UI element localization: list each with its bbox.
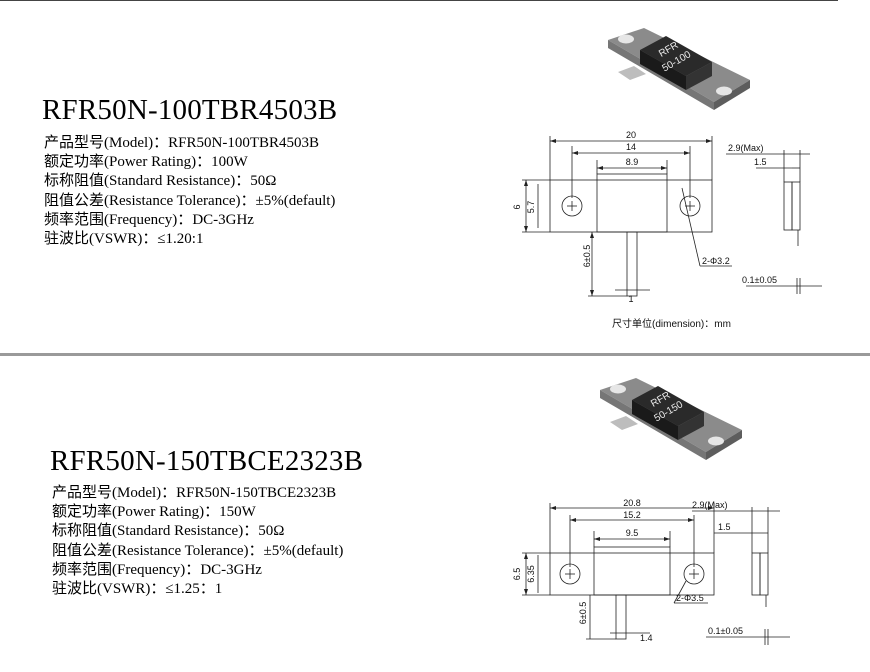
section-divider (0, 353, 870, 356)
top-rule (0, 0, 838, 1)
dim-body-width: 8.9 (626, 157, 639, 167)
spec-power: 额定功率(Power Rating)：100W (44, 154, 248, 171)
unit-note: 尺寸单位(dimension)：mm (612, 317, 731, 330)
spec-tolerance: 阻值公差(Resistance Tolerance)：±5%(default) (52, 542, 344, 559)
dim-hole-spacing: 15.2 (623, 510, 641, 520)
product-2-title: RFR50N-150TBCE2323B (50, 445, 364, 477)
dim-body-width: 9.5 (626, 528, 639, 538)
dim-height: 6 (512, 204, 522, 209)
spec-frequency: 频率范围(Frequency)：DC-3GHz (52, 561, 262, 578)
dim-height: 6.5 (512, 568, 522, 581)
spec-vswr: 驻波比(VSWR)：≤1.20:1 (44, 230, 204, 247)
dim-hole: 2-Φ3.2 (702, 256, 730, 266)
spec-model: 产品型号(Model)：RFR50N-100TBR4503B (44, 135, 320, 151)
dim-flange-thickness: 1.5 (754, 157, 767, 167)
spec-frequency: 频率范围(Frequency)：DC-3GHz (44, 211, 254, 228)
product-1-photo: RFR 50-100 (608, 28, 750, 110)
dim-lead-width: 1.4 (640, 633, 653, 643)
dim-total-length: 20.8 (623, 498, 641, 508)
spec-resistance: 标称阻值(Standard Resistance)：50Ω (52, 523, 285, 540)
dim-inner-height: 5.7 (526, 201, 536, 214)
product-1-title: RFR50N-100TBR4503B (42, 94, 338, 126)
dim-lead-length: 6±0.5 (578, 602, 588, 624)
spec-tolerance: 阻值公差(Resistance Tolerance)：±5%(default) (44, 192, 336, 209)
dim-lead-width: 1 (628, 294, 633, 304)
dim-max-thickness: 2.9(Max) (728, 143, 764, 153)
dim-inner-height: 6.35 (526, 565, 536, 583)
product-2-spec-list: 产品型号(Model)：RFR50N-150TBCE2323B 额定功率(Pow… (52, 484, 343, 599)
dim-flange-thickness: 1.5 (718, 522, 731, 532)
spec-vswr: 驻波比(VSWR)：≤1.25：1 (52, 580, 223, 597)
dim-hole-spacing: 14 (626, 142, 636, 152)
dim-lead-thickness: 0.1±0.05 (742, 275, 777, 285)
product-1-dimension-drawing: 20 14 8.9 6 5.7 6±0.5 1 2-Φ3.2 2.9(Max) … (512, 130, 822, 330)
product-1-spec-list: 产品型号(Model)：RFR50N-100TBR4503B 额定功率(Powe… (44, 134, 335, 249)
spec-model: 产品型号(Model)：RFR50N-150TBCE2323B (52, 485, 337, 501)
spec-resistance: 标称阻值(Standard Resistance)：50Ω (44, 173, 277, 190)
dim-max-thickness: 2.9(Max) (692, 500, 728, 510)
spec-power: 额定功率(Power Rating)：150W (52, 504, 256, 521)
dim-lead-length: 6±0.5 (582, 245, 592, 267)
product-2-photo: RFR 50-150 (600, 378, 742, 460)
dim-lead-thickness: 0.1±0.05 (708, 626, 743, 636)
dim-total-length: 20 (626, 130, 636, 140)
product-2-dimension-drawing: 20.8 15.2 9.5 6.5 6.35 6±0.5 1.4 2-Φ3.5 … (512, 498, 790, 645)
dim-hole: 2-Φ3.5 (676, 593, 704, 603)
